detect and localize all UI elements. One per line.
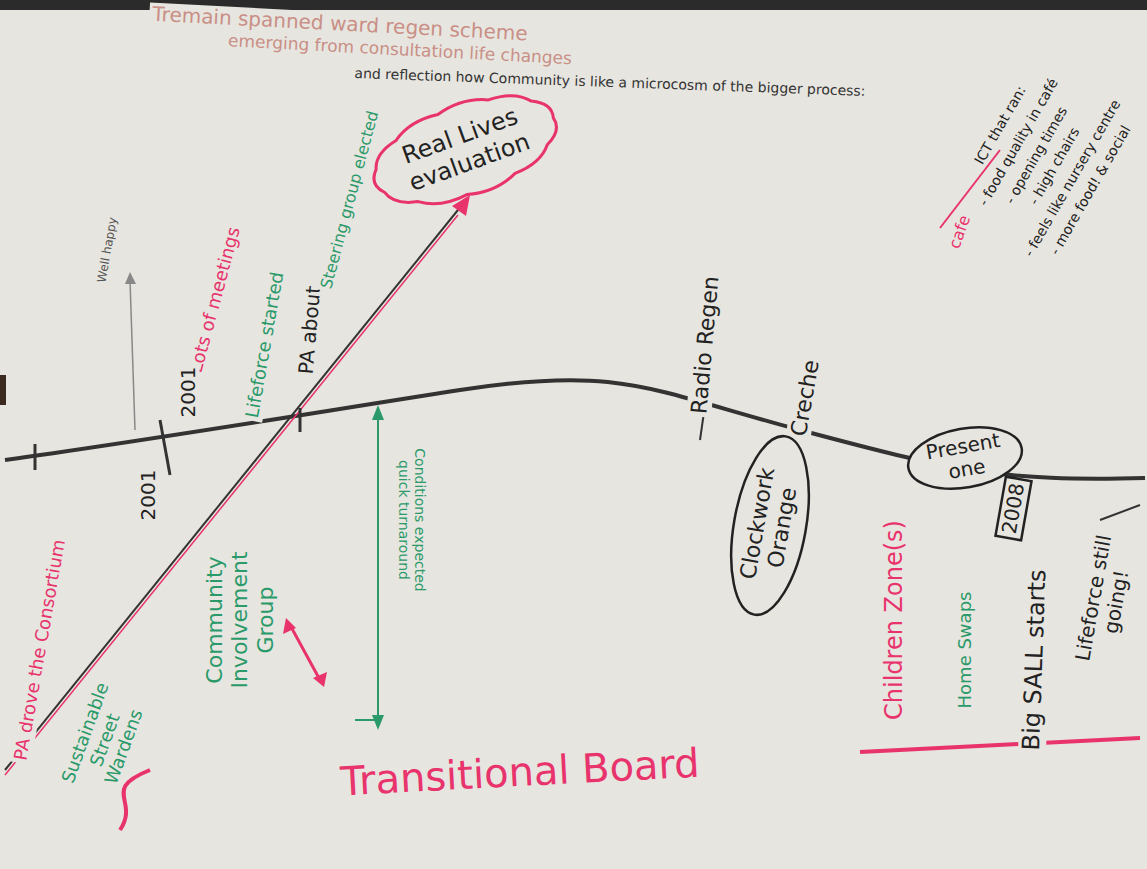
green-bracket (377, 415, 379, 720)
arrowhead (372, 405, 384, 420)
event-label: Big SALL starts (1018, 566, 1052, 754)
event-label: PA drove the Consortium (10, 535, 70, 765)
event-label: PA about (294, 282, 325, 378)
period-label: Transitional Board (336, 739, 703, 804)
event-label: Creche (785, 355, 824, 441)
event-label: Lifeforce still going! (1071, 529, 1140, 671)
diagonal-arrow (5, 205, 462, 770)
arrow-up (130, 280, 135, 430)
event-label: Lifeforce started (241, 267, 288, 422)
reflection-note: and reflection how Community is like a m… (351, 65, 869, 99)
event-label: Steering group elected (317, 106, 384, 294)
pink-underline (860, 738, 1140, 752)
event-label: Home Swaps (955, 589, 976, 712)
pink-squiggle (120, 770, 150, 830)
tick (299, 408, 302, 432)
arrowhead (313, 672, 327, 687)
clip (0, 375, 6, 405)
event-label: Sustainable Street Wardens (53, 665, 158, 814)
arrowhead (283, 618, 296, 634)
pink-double-arrow (290, 625, 320, 680)
event-label: Community Involvement Group (202, 542, 278, 698)
note: Well happy (95, 213, 121, 287)
tick (34, 444, 37, 470)
dash (1100, 505, 1140, 520)
node-text: Present one (917, 428, 1014, 489)
year-label: 2001 (137, 467, 160, 524)
year-box: 2008 (993, 474, 1032, 541)
ellipse-node: Clockwork Orange (717, 428, 823, 622)
arrowhead (372, 715, 384, 730)
tick (160, 420, 170, 475)
green-bracket (355, 719, 378, 721)
event-label: Lots of meetings (185, 222, 245, 378)
event-label: Radio Regen (686, 272, 724, 418)
arrowhead (125, 272, 136, 284)
diagonal-arrow-pink (5, 215, 458, 775)
event-label: Children Zone(s) (881, 517, 909, 723)
year-label: 2001 (177, 364, 200, 421)
event-label: Conditions expected quick turnaround (396, 432, 428, 608)
